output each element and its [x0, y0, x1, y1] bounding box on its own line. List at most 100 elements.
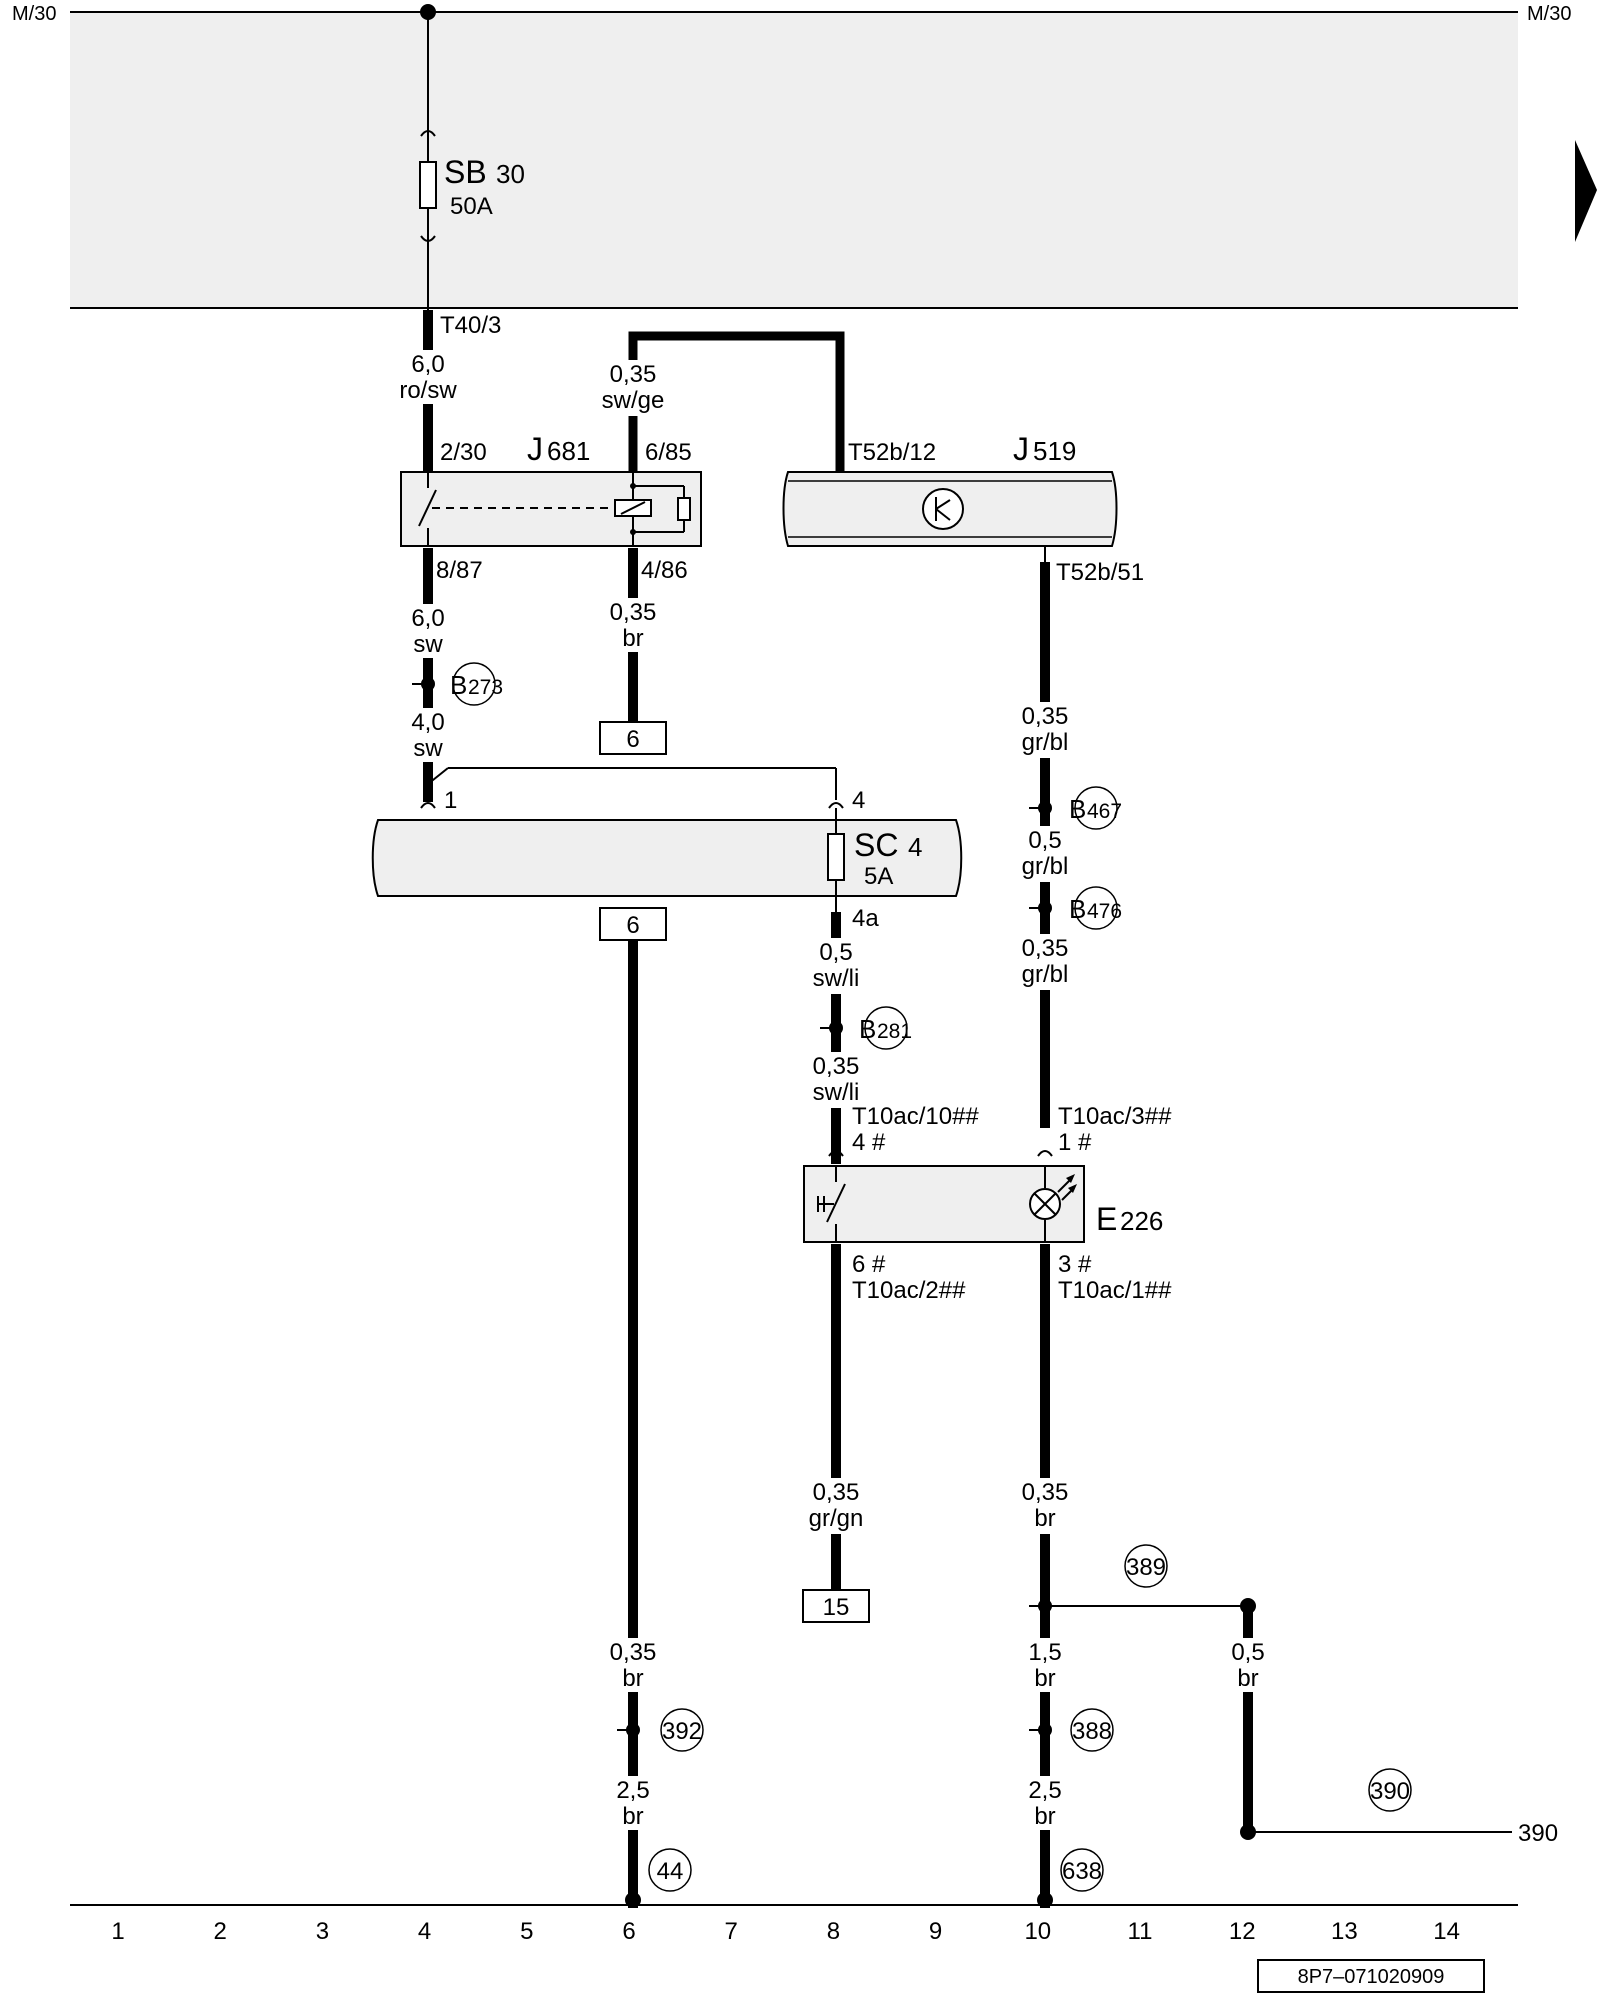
ref-box-15-label: 15 — [823, 1594, 850, 1621]
ref-390-badge — [1368, 1768, 1412, 1812]
control-unit-j519-name: J — [1013, 431, 1029, 467]
ref-392-badge — [660, 1708, 704, 1752]
wire-label-bg — [392, 604, 464, 658]
pin-t40-3: T40/3 — [440, 312, 501, 339]
wire-color-w7: gr/bl — [1022, 853, 1069, 880]
wire-col8-thick-b — [831, 1244, 841, 1592]
wire-label-bg — [1008, 826, 1082, 882]
lamp-light-arrow-icon — [1068, 1184, 1077, 1193]
connector-b273-dot — [421, 677, 435, 691]
wire-size-w13: 0,35 — [610, 1639, 657, 1666]
connector-b467-badge — [1074, 786, 1118, 830]
page-next-arrow-icon[interactable] — [1575, 140, 1597, 242]
pin-sc-1: 1 — [444, 787, 457, 814]
wire-color-w9: sw/li — [813, 965, 860, 992]
relay-j681-number: 681 — [547, 436, 590, 466]
wire-color-w16: br — [1034, 1803, 1055, 1830]
connector-b273-number: 273 — [468, 676, 503, 699]
ruler-column-13: 13 — [1331, 1918, 1358, 1945]
ruler-column-12: 12 — [1229, 1918, 1256, 1945]
rail-label-left: M/30 — [12, 3, 56, 25]
plug-terminal-icon — [420, 802, 436, 809]
wire-label-bg — [1008, 1638, 1082, 1692]
connector-392-dot — [626, 1723, 640, 1737]
relay-j681-name: J — [527, 431, 543, 467]
wire-color-w11: gr/gn — [809, 1505, 864, 1532]
junction-389-dot — [1038, 1599, 1052, 1613]
pin-sc-4a: 4a — [852, 905, 879, 932]
rail-label-right: M/30 — [1527, 3, 1571, 25]
wire-label-bg — [798, 938, 874, 994]
relay-resistor-icon — [677, 497, 691, 521]
fuse-sb30-rating: 50A — [450, 193, 493, 220]
connector-b467-dot — [1038, 801, 1052, 815]
connector-b476-number: 476 — [1087, 900, 1122, 923]
ref-44-badge — [648, 1848, 692, 1892]
doc-id-label: 8P7–071020909 — [1298, 1966, 1445, 1988]
plug-terminal-icon — [828, 1150, 844, 1157]
wire-color-w13: br — [622, 1665, 643, 1692]
wire-sc-bus — [427, 767, 449, 785]
ref-389-label: 389 — [1126, 1554, 1166, 1581]
fuse-sc4-rating: 5A — [864, 863, 893, 890]
wire-size-w3: 6,0 — [411, 605, 444, 632]
ruler-column-8: 8 — [827, 1918, 840, 1945]
wire-color-w4: sw — [413, 735, 443, 762]
wire-col10-thick-b — [1040, 1244, 1050, 1908]
wire-size-w14: 2,5 — [616, 1777, 649, 1804]
pin-sc-4: 4 — [852, 787, 865, 814]
pin-e-1: 1 # — [1058, 1129, 1092, 1156]
ref-box-6-upper-label: 6 — [626, 726, 639, 753]
wire-size-w6: 0,35 — [1022, 703, 1069, 730]
wire-label-bg — [598, 360, 672, 416]
pin-t10ac-1: T10ac/1## — [1058, 1277, 1172, 1304]
wire-label-bg — [1008, 1478, 1082, 1534]
wire-size-w8: 0,35 — [1022, 935, 1069, 962]
wire-size-w17: 0,5 — [1231, 1639, 1264, 1666]
pin-4-86: 4/86 — [641, 557, 688, 584]
wire-label-bg — [798, 1052, 874, 1108]
fuse-sc4-icon — [827, 833, 845, 881]
wire-label-bg — [392, 708, 464, 762]
ref-638-label: 638 — [1062, 1858, 1102, 1885]
connector-b273-badge — [452, 662, 496, 706]
ruler-column-4: 4 — [418, 1918, 431, 1945]
wire-col4-thick-b — [423, 548, 433, 802]
continuation-390-link[interactable]: 390 — [1518, 1820, 1558, 1847]
wire-size-w7: 0,5 — [1028, 827, 1061, 854]
wire-color-w10: sw/li — [813, 1079, 860, 1106]
ref-638-badge — [1060, 1848, 1104, 1892]
ruler-column-7: 7 — [725, 1918, 738, 1945]
wire-color-w15: br — [1034, 1665, 1055, 1692]
wire-size-w1: 6,0 — [411, 351, 444, 378]
plug-terminal-icon — [420, 235, 436, 242]
connector-388-dot — [1038, 1723, 1052, 1737]
fuse-sc4-number: 4 — [908, 832, 922, 862]
wire-color-w3: sw — [413, 631, 443, 658]
ref-390-label: 390 — [1370, 1778, 1410, 1805]
ruler-column-2: 2 — [214, 1918, 227, 1945]
indicator-lamp-icon — [1033, 1192, 1057, 1216]
connector-b476-badge — [1074, 886, 1118, 930]
wire-color-w14: br — [622, 1803, 643, 1830]
pin-8-87: 8/87 — [436, 557, 483, 584]
control-unit-j519-number: 519 — [1033, 436, 1076, 466]
switch-contact-icon — [826, 1183, 846, 1223]
connector-b281-number: 281 — [877, 1020, 912, 1043]
wire-label-bg — [1008, 1776, 1082, 1830]
wire-size-w5: 0,35 — [610, 599, 657, 626]
ruler-column-5: 5 — [520, 1918, 533, 1945]
fuse-panel-sc-box — [371, 819, 963, 897]
pin-2-30: 2/30 — [440, 439, 487, 466]
connector-b476-dot — [1038, 901, 1052, 915]
electronic-module-icon — [935, 508, 951, 521]
wire-color-w6: gr/bl — [1022, 729, 1069, 756]
wire-size-w15: 1,5 — [1028, 1639, 1061, 1666]
pin-t10ac-2: T10ac/2## — [852, 1277, 966, 1304]
relay-contact-icon — [418, 489, 437, 527]
electronic-module-icon — [922, 488, 964, 530]
ruler-column-14: 14 — [1433, 1918, 1460, 1945]
ruler-column-3: 3 — [316, 1918, 329, 1945]
